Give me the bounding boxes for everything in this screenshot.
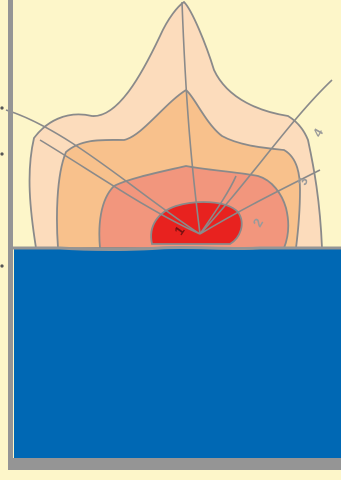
edge-mark-top xyxy=(0,106,3,109)
frame-left xyxy=(8,0,13,470)
edge-mark-middle xyxy=(0,152,3,155)
edge-mark-bottom xyxy=(0,264,3,267)
frame-bottom xyxy=(8,458,341,470)
water-body xyxy=(14,248,341,458)
